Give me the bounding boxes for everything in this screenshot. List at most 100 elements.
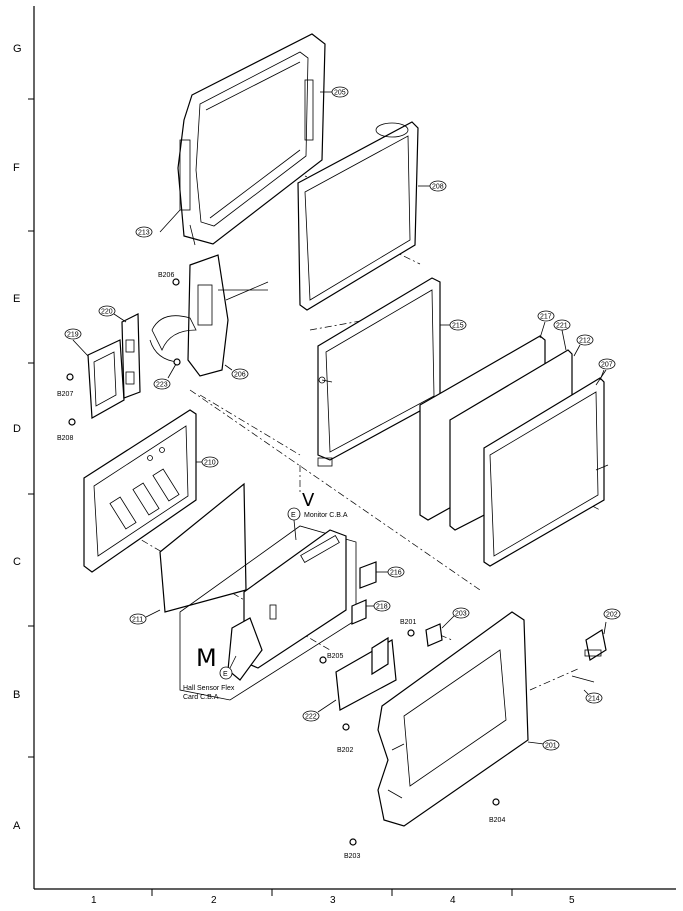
part-207-backlight-unit [483,369,609,567]
handwritten-marks: M V [196,490,315,672]
row-label-c: C [13,556,21,568]
row-label-f: F [13,162,20,174]
column-label-4: 4 [450,895,456,906]
hall-sensor-label-line1: Hall Sensor Flex [183,685,235,692]
part-210-shield-plate [83,409,197,573]
callout-222-label: 222 [305,714,317,721]
callout-218-label: 218 [376,604,388,611]
callout-210: 210 [196,456,219,468]
callout-220-label: 220 [101,309,113,316]
handwritten-m: M [196,644,217,672]
callout-211-label: 211 [132,617,143,624]
callout-b201-label: B201 [400,619,416,626]
callout-215: 215 [440,319,467,331]
part-222-flex-sheet [335,636,397,711]
callout-206: 206 [224,364,249,380]
callout-216: 216 [376,566,405,578]
callout-208-label: 208 [432,184,444,191]
part-208-lcd-panel [297,121,419,311]
callout-213: 213 [135,209,181,238]
row-label-g: G [13,43,22,55]
callout-b202-label: B202 [337,747,353,754]
screw-b202-icon [342,723,350,731]
part-203-clip [425,623,443,647]
screw-b204-icon [492,798,500,806]
part-202-latch [584,629,607,661]
callout-205: 205 [320,86,349,98]
part-201-rear-cabinet [377,611,529,827]
callout-207-label: 207 [601,362,613,369]
callout-b207-label: B207 [57,391,73,398]
callout-219-label: 219 [67,332,79,339]
part-214-pin [571,675,595,683]
row-label-e: E [13,293,20,305]
hall-sensor-label-line2: Card C.B.A [183,694,219,701]
callout-212-label: 212 [579,338,591,345]
screw-223-icon [173,358,181,366]
callout-220: 220 [98,305,127,323]
callout-222: 222 [302,699,337,722]
callout-203: 203 [441,607,470,629]
screw-b205-icon [319,656,327,664]
grid-frame [28,6,676,896]
callout-b208-label: B208 [57,435,73,442]
row-labels: G F E D C B A [13,43,22,832]
circle-e-marker-bottom [219,666,233,680]
callout-223: 223 [153,363,177,390]
callout-206-label: 206 [234,372,246,379]
circle-e-label-bottom: E [223,671,228,678]
handwritten-check: V [302,490,315,511]
callout-201: 201 [527,739,560,751]
callout-216-label: 216 [390,570,402,577]
callout-b203-label: B203 [344,853,360,860]
callout-218: 218 [366,600,391,612]
hall-sensor-flex-card [227,617,263,681]
row-label-d: D [13,423,21,435]
monitor-cba-label: Monitor C.B.A [304,512,348,519]
assembly-labels: E Monitor C.B.A E Hall Sensor Flex Card … [183,507,348,701]
callout-b204-label: B204 [489,817,505,824]
part-219-bracket [87,339,125,419]
part-205-lcd-frame [177,33,326,246]
callout-203-label: 203 [455,611,467,618]
column-label-5: 5 [569,895,575,906]
callout-219: 219 [64,328,89,357]
column-label-3: 3 [330,895,336,906]
callout-210-label: 210 [204,460,216,467]
part-206-hinge-assembly [149,254,269,377]
callout-211: 211 [129,609,161,625]
callout-221-label: 221 [556,323,568,330]
screw-b208-icon [68,418,76,426]
column-labels: 1 2 3 4 5 [91,895,575,906]
circle-e-label-top: E [291,512,296,519]
part-callouts: 205 213 206 B206 220 219 B207 B208 223 [57,86,621,860]
callout-207: 207 [598,358,616,381]
monitor-cba-board [179,525,377,701]
callout-b205-label: B205 [327,653,343,660]
callout-b206-label: B206 [158,272,174,279]
callout-217: 217 [537,310,555,339]
callout-223-label: 223 [156,382,168,389]
row-label-b: B [13,689,20,701]
callout-217-label: 217 [540,314,552,321]
part-220-bracket [121,313,141,399]
row-label-a: A [13,820,21,832]
screw-b201-icon [407,629,415,637]
column-label-1: 1 [91,895,97,906]
callout-208: 208 [418,180,447,192]
callout-215-label: 215 [452,323,464,330]
callout-214-label: 214 [588,696,600,703]
screw-b206-icon [172,278,180,286]
callout-202: 202 [603,608,621,635]
column-label-2: 2 [211,895,217,906]
callout-213-label: 213 [138,230,150,237]
screws [66,278,500,846]
screw-b203-icon [349,838,357,846]
callout-201-label: 201 [545,743,557,750]
callout-202-label: 202 [606,612,618,619]
callout-221: 221 [553,319,571,351]
callout-205-label: 205 [334,90,346,97]
callout-214: 214 [583,689,603,704]
screw-b207-icon [66,373,74,381]
